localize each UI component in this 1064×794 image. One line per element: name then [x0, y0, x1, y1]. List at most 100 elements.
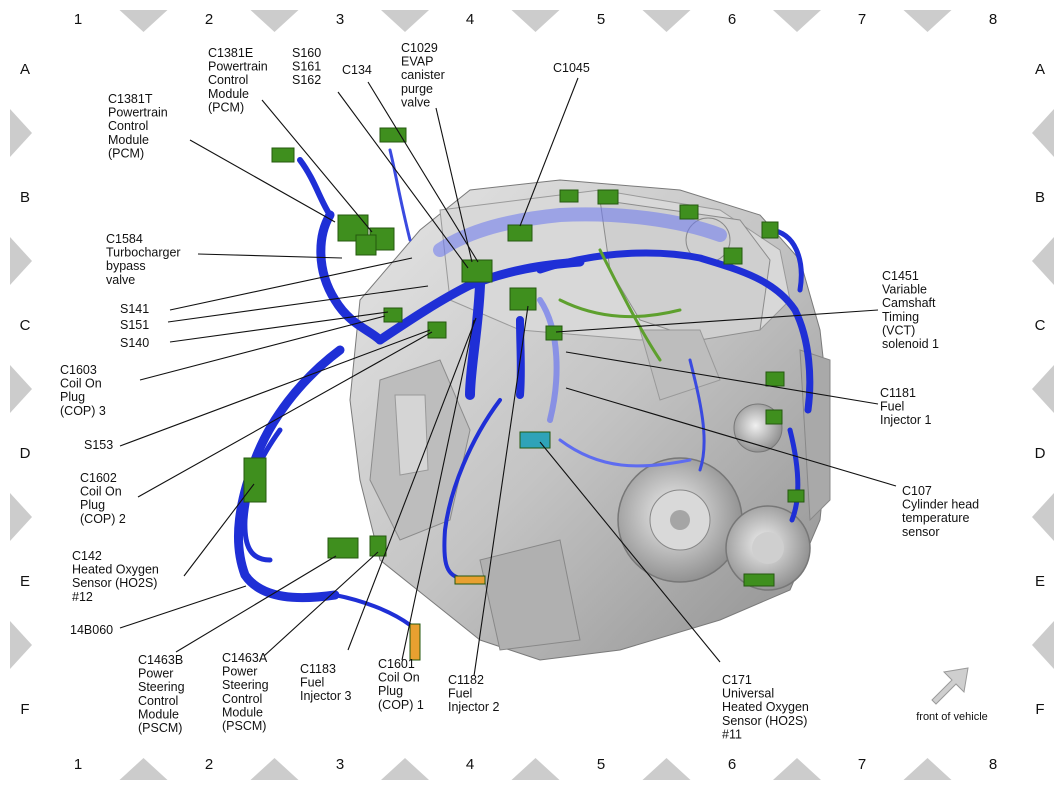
row-label-right-D: D [1035, 445, 1046, 462]
leader-c142 [183, 483, 255, 577]
callout-line: valve [401, 95, 430, 109]
connectors [243, 127, 805, 661]
callout-line: C1451 [882, 269, 919, 283]
callout-line: Module [208, 87, 249, 101]
callout-line: C1463A [222, 651, 268, 665]
callout-line: C1045 [553, 61, 590, 75]
engine-illustration [349, 179, 831, 661]
callout-line: S160 [292, 46, 321, 60]
right-marker-triangle [1032, 109, 1054, 157]
top-marker-triangle [250, 10, 299, 32]
left-marker-triangle [10, 109, 32, 157]
callout-line: sensor [902, 525, 940, 539]
callout-line: Control [222, 692, 262, 706]
callout-line: Fuel [448, 687, 472, 701]
callout-line: Coil On [378, 671, 420, 685]
column-label-bottom-3: 3 [336, 756, 344, 773]
callout-line: S161 [292, 60, 321, 74]
grid-markers [10, 10, 1054, 780]
callout-line: Plug [60, 390, 85, 404]
callout-line: Heated Oxygen [72, 563, 159, 577]
callout-line: Power [222, 665, 257, 679]
leader-c1451 [555, 309, 879, 333]
callout-line: C1183 [300, 662, 336, 676]
leader-c1181 [565, 351, 879, 405]
leader-s141 [169, 257, 413, 311]
callout-line: #12 [72, 590, 93, 604]
leader-s151 [167, 285, 429, 323]
callout-line: temperature [902, 511, 969, 525]
callout-line: (PSCM) [138, 721, 182, 735]
callout-s141: S141 [120, 302, 149, 316]
front-arrow-icon [931, 667, 969, 705]
leader-c1381t [189, 139, 336, 223]
callout-line: Steering [138, 680, 185, 694]
callout-line: Injector 3 [300, 689, 351, 703]
callout-line: C107 [902, 484, 932, 498]
callout-line: C1601 [378, 657, 415, 671]
callout-line: Injector 1 [880, 413, 931, 427]
row-label-left-C: C [20, 317, 31, 334]
column-label-bottom-4: 4 [466, 756, 474, 773]
column-label-top-1: 1 [74, 11, 82, 28]
callout-line: Powertrain [208, 60, 268, 74]
bottom-marker-triangle [250, 758, 299, 780]
callout-line: Power [138, 667, 173, 681]
wiring-harness [233, 148, 814, 627]
callout-line: C1602 [80, 471, 117, 485]
callout-line: C1181 [880, 386, 916, 400]
right-marker-triangle [1032, 621, 1054, 669]
right-marker-triangle [1032, 237, 1054, 285]
column-label-top-6: 6 [728, 11, 736, 28]
leader-c171 [539, 441, 721, 663]
callout-line: bypass [106, 259, 146, 273]
callout-line: C1381T [108, 92, 153, 106]
leader-c107 [565, 387, 897, 487]
top-marker-triangle [381, 10, 429, 32]
bottom-marker-triangle [642, 758, 691, 780]
row-label-left-D: D [20, 445, 31, 462]
callout-line: Powertrain [108, 106, 168, 120]
column-label-bottom-6: 6 [728, 756, 736, 773]
leader-c1601 [401, 319, 475, 661]
callout-line: Module [108, 133, 149, 147]
callout-line: Coil On [60, 377, 102, 391]
top-marker-triangle [903, 10, 952, 32]
callout-line: purge [401, 82, 433, 96]
leader-s160 [337, 91, 469, 269]
leader-c1463b [175, 555, 337, 653]
bottom-marker-triangle [773, 758, 821, 780]
column-label-bottom-1: 1 [74, 756, 82, 773]
callout-b14b060: 14B060 [70, 623, 113, 637]
row-label-right-B: B [1035, 189, 1045, 206]
callout-line: Fuel [880, 400, 904, 414]
row-label-right-C: C [1035, 317, 1046, 334]
top-marker-triangle [642, 10, 691, 32]
row-label-left-A: A [20, 61, 30, 78]
callout-line: S140 [120, 336, 149, 350]
top-marker-triangle [773, 10, 821, 32]
callout-line: Universal [722, 687, 774, 701]
column-label-top-4: 4 [466, 11, 474, 28]
callout-line: (VCT) [882, 323, 915, 337]
callout-line: (PCM) [108, 146, 144, 160]
callout-line: Coil On [80, 485, 122, 499]
callout-s140: S140 [120, 336, 149, 350]
row-label-right-E: E [1035, 573, 1045, 590]
callout-line: (PCM) [208, 100, 244, 114]
